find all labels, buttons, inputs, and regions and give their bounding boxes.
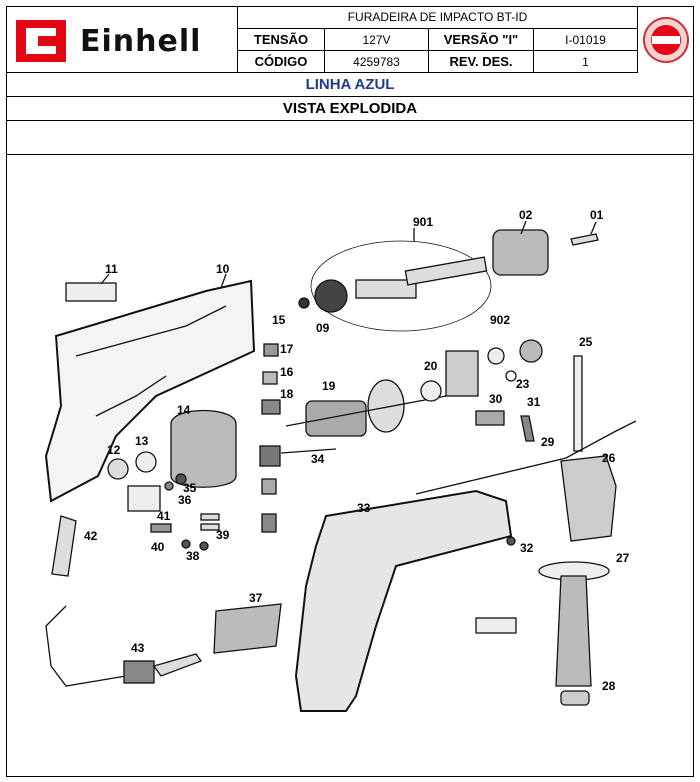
page-frame: [6, 6, 694, 777]
callout-37: 37: [249, 591, 263, 605]
callout-36: 36: [178, 493, 192, 507]
callout-10: 10: [216, 262, 230, 276]
callout-16: 16: [280, 365, 294, 379]
callout-39: 39: [216, 528, 230, 542]
callout-42: 42: [84, 529, 98, 543]
view-title: VISTA EXPLODIDA: [6, 97, 694, 121]
callout-23: 23: [516, 377, 530, 391]
callout-17: 17: [280, 342, 294, 356]
callout-12: 12: [107, 443, 121, 457]
callout-31: 31: [527, 395, 541, 409]
callout-41: 41: [157, 509, 171, 523]
versao-label: VERSÃO "I": [429, 29, 534, 51]
exploded-view-diagram: 901 02 01 11 10 15 09 902 25 17 16 18 19…: [6, 156, 694, 777]
callout-38: 38: [186, 549, 200, 563]
callout-43: 43: [131, 641, 145, 655]
product-title: FURADEIRA DE IMPACTO BT-ID: [238, 6, 638, 29]
callout-14: 14: [177, 403, 191, 417]
callout-32: 32: [520, 541, 534, 555]
callout-902: 902: [490, 313, 510, 327]
callout-27: 27: [616, 551, 630, 565]
tensao-label: TENSÃO: [238, 29, 325, 51]
callout-33: 33: [357, 501, 371, 515]
callout-02: 02: [519, 208, 533, 222]
callout-15: 15: [272, 313, 286, 327]
brand-logo-text: Einhell: [80, 24, 202, 59]
callout-901: 901: [413, 215, 433, 229]
diagram-drawing: 901 02 01 11 10 15 09 902 25 17 16 18 19…: [44, 208, 637, 712]
brand-logo-icon: [16, 20, 66, 62]
codigo-label: CÓDIGO: [238, 51, 325, 73]
revdes-value: 1: [534, 51, 638, 73]
callout-25: 25: [579, 335, 593, 349]
callout-40: 40: [151, 540, 165, 554]
callout-09: 09: [316, 321, 330, 335]
callout-35: 35: [183, 481, 197, 495]
callout-19: 19: [322, 379, 336, 393]
codigo-value: 4259783: [325, 51, 429, 73]
callout-29: 29: [541, 435, 555, 449]
callout-28: 28: [602, 679, 616, 693]
revdes-label: REV. DES.: [429, 51, 534, 73]
callout-20: 20: [424, 359, 438, 373]
tensao-value: 127V: [325, 29, 429, 51]
callout-30: 30: [489, 392, 503, 406]
versao-value: I-01019: [534, 29, 638, 51]
callout-18: 18: [280, 387, 294, 401]
callout-34: 34: [311, 452, 325, 466]
logo-cell: Einhell: [6, 6, 238, 73]
callout-11: 11: [105, 262, 118, 276]
callout-26: 26: [602, 451, 616, 465]
callout-13: 13: [135, 434, 149, 448]
brand-seal-icon: [640, 8, 692, 71]
blank-band: [6, 121, 694, 155]
callout-01: 01: [590, 208, 604, 222]
line-title: LINHA AZUL: [6, 73, 694, 97]
